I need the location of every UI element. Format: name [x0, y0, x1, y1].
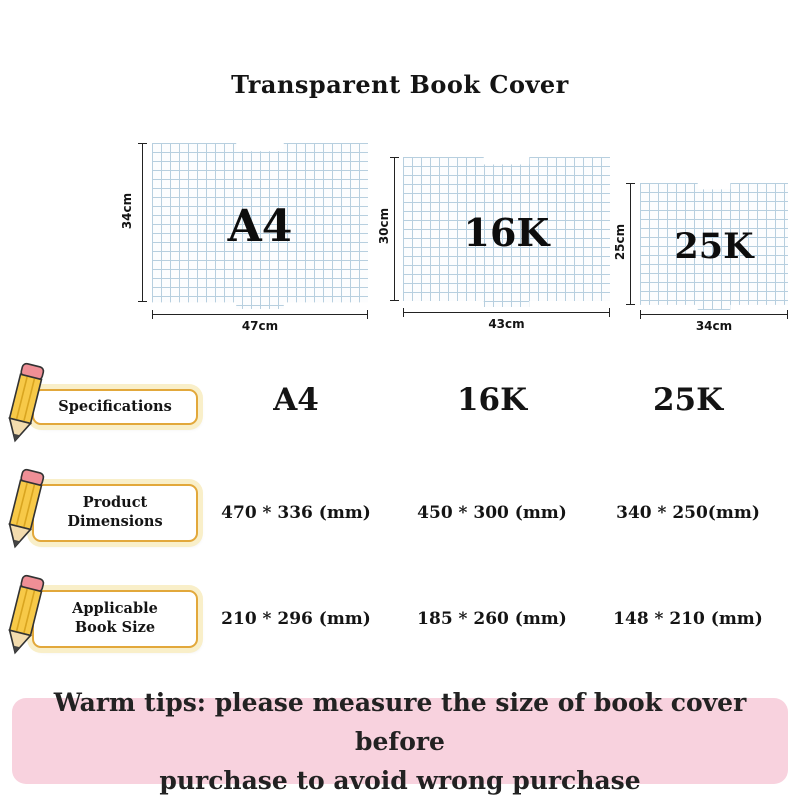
spec-value: 148 * 210 (mm) — [613, 609, 763, 629]
spec-value: 450 * 300 (mm) — [417, 503, 567, 523]
spec-value: 25K — [652, 382, 724, 418]
book-cover-a4: A4 — [152, 143, 368, 309]
height-dimension-line — [138, 143, 147, 302]
cover-size-label: 25K — [674, 226, 754, 267]
height-dimension-line — [626, 183, 635, 305]
spec-value: A4 — [273, 382, 319, 418]
pencil-icon — [0, 570, 54, 663]
page-title: Transparent Book Cover — [231, 70, 569, 99]
product-dimensions-values-row: 470 * 336 (mm) 450 * 300 (mm) 340 * 250(… — [198, 503, 786, 523]
warm-tips-line1: Warm tips: please measure the size of bo… — [53, 687, 747, 756]
width-dimension-line — [152, 310, 368, 319]
spec-value: 340 * 250(mm) — [616, 503, 760, 523]
warm-tips-line2: purchase to avoid wrong purchase — [159, 765, 641, 795]
pencil-icon — [0, 358, 54, 451]
book-cover-16k: 16K — [403, 157, 610, 307]
row-label-text: Specifications — [58, 397, 172, 415]
book-cover-25k: 25K — [640, 183, 788, 310]
height-dimension-line — [390, 157, 399, 301]
cover-width-label: 47cm — [241, 319, 279, 333]
row-label-text: Applicable Book Size — [72, 600, 158, 636]
width-dimension-line — [403, 308, 610, 317]
specifications-values-row: A4 16K 25K — [198, 382, 786, 418]
row-label-product-dimensions: Product Dimensions — [32, 484, 198, 542]
width-dimension-line — [640, 310, 788, 319]
cover-height-label: 34cm — [120, 192, 134, 230]
row-label-specifications: Specifications — [32, 389, 198, 425]
warm-tips-banner: Warm tips: please measure the size of bo… — [12, 688, 788, 795]
spec-value: 185 * 260 (mm) — [417, 609, 567, 629]
cover-width-label: 43cm — [488, 317, 525, 331]
cover-height-label: 30cm — [377, 207, 391, 245]
pencil-icon — [0, 464, 54, 557]
row-label-text: Product Dimensions — [67, 494, 163, 530]
cover-width-label: 34cm — [695, 319, 733, 333]
spec-value: 210 * 296 (mm) — [221, 609, 371, 629]
cover-size-label: A4 — [227, 200, 293, 252]
cover-size-label: 16K — [463, 209, 550, 255]
cover-height-label: 25cm — [613, 223, 627, 261]
row-label-applicable-book-size: Applicable Book Size — [32, 590, 198, 648]
spec-value: 470 * 336 (mm) — [221, 503, 371, 523]
applicable-book-size-values-row: 210 * 296 (mm) 185 * 260 (mm) 148 * 210 … — [198, 609, 786, 629]
spec-value: 16K — [456, 382, 528, 418]
